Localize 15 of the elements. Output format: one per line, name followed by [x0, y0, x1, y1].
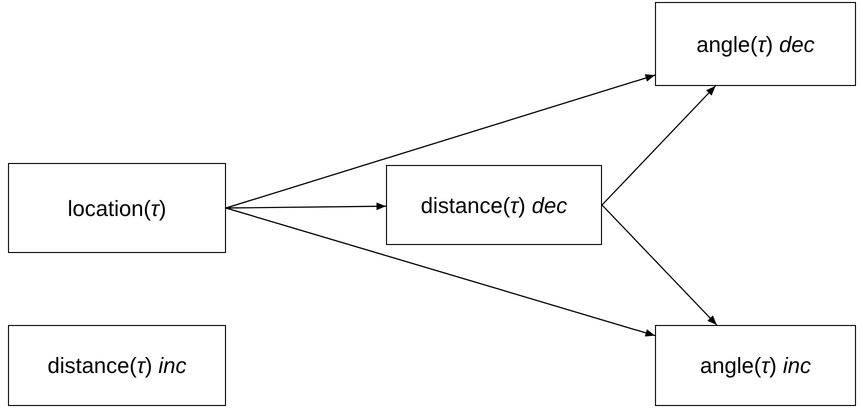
arrow	[602, 86, 716, 206]
box-label: angle(τ) inc	[700, 352, 811, 380]
box-label: distance(τ) dec	[420, 192, 568, 220]
process-box	[655, 2, 856, 86]
box-label: angle(τ) dec	[696, 30, 815, 59]
arrow	[226, 74, 656, 209]
arrow	[602, 204, 718, 326]
process-box	[655, 325, 856, 406]
process-box	[8, 163, 226, 253]
arrow	[226, 207, 656, 337]
process-box	[386, 165, 602, 245]
process-box	[8, 325, 226, 406]
arrow	[226, 202, 386, 210]
box-label: distance(τ) inc	[47, 352, 187, 380]
box-label: location(τ)	[68, 194, 166, 222]
